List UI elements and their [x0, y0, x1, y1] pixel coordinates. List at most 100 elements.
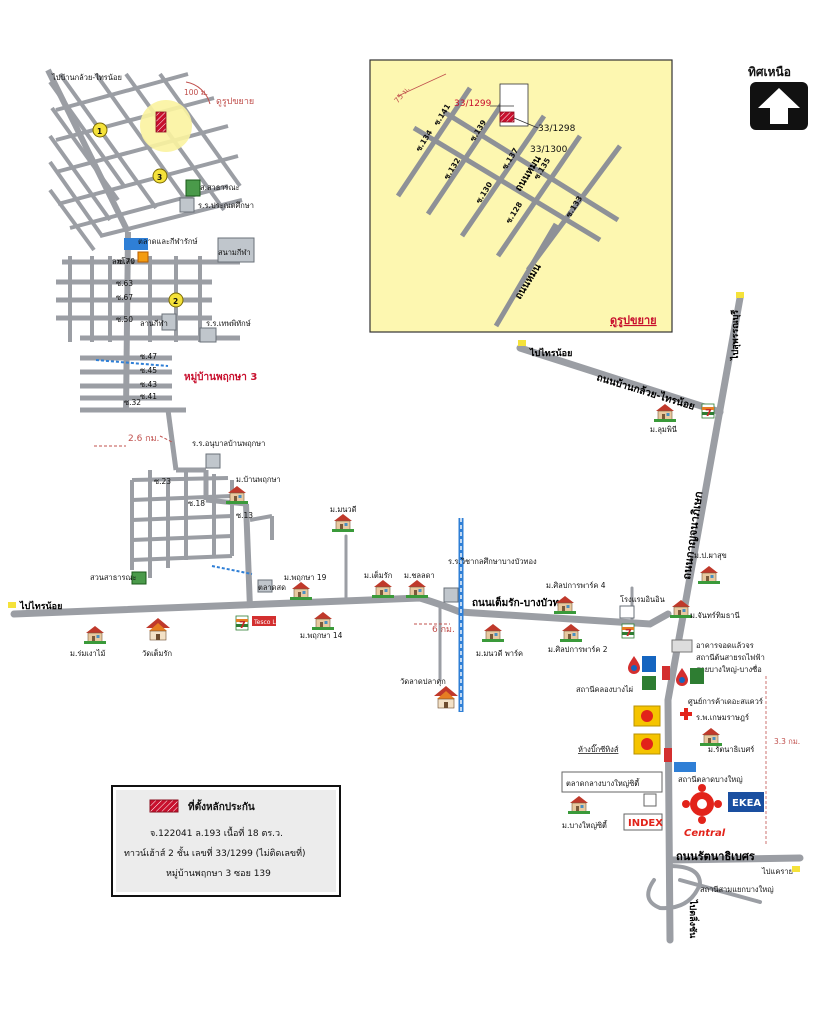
collateral-plot-inset [499, 111, 515, 123]
legend-line3: หมู่บ้านพฤกษา 3 ซอย 139 [166, 868, 271, 879]
public-2-label: สวนสาธารณะ [90, 573, 137, 582]
tesco-label: Tesco Lotus [253, 619, 289, 626]
to-khae-label: ไปแคราย [761, 867, 793, 876]
soi-13: ซ.13 [236, 511, 253, 520]
east-side: ไปไทรน้อย ถนนบ้านกล้วย-ไทรน้อย ไปสุพรรณบ… [518, 292, 800, 939]
rattana-label: ม.รัตนาธิเบศร์ [708, 745, 754, 754]
distance-26-label: 2.6 กม. [128, 434, 159, 444]
legend-swatch [149, 799, 179, 813]
legend-line1: จ.122041 ล.193 เนื้อที่ 18 ตร.ว. [150, 826, 283, 839]
village-soi-labels: ซ.70 ซ.63 ซ.67 ซ.50 ซ.47 ซ.45 ซ.43 ซ.41 … [116, 257, 253, 520]
m-ruangai-label: ม.ร่มเงาไม้ [70, 649, 106, 658]
interchange-label: สถานีสามแยกบางใหญ่ [700, 885, 774, 894]
chonlada-label: ม.ชลลดา [404, 571, 435, 580]
main-roads [10, 294, 804, 944]
manwadee-house-icon [331, 513, 355, 533]
legend-line2: ทาวน์เฮ้าส์ 2 ชั้น เลขที่ 33/1299 (ไม่ติ… [124, 846, 306, 859]
station-line-label: สายบางใหญ่-บางซื่อ [696, 664, 762, 674]
soi-23: ซ.23 [154, 477, 171, 486]
bangyai-city-label: ม.บางใหญ่ซิตี้ [562, 820, 608, 830]
north-arrow-icon [750, 82, 808, 130]
circle-label-1: 1 [97, 127, 102, 136]
north-indicator: ทิศเหนือ [748, 65, 808, 130]
soi-67: ซ.67 [116, 293, 133, 302]
public-park-label: ส.สาธารณะ [200, 183, 240, 192]
soi-32: ซ.32 [124, 398, 141, 407]
bigc-logo-icon [641, 710, 653, 722]
village-map [45, 68, 274, 609]
pruksa19-label: ม.พฤกษา 19 [284, 573, 327, 582]
field-2-label: ลานกีฬา [140, 319, 168, 328]
bangyai-city-house-icon [567, 795, 591, 815]
central-market-label: ตลาดกลางบางใหญ่ซิตี้ [566, 778, 640, 788]
seven-eleven-icon-2 [621, 623, 635, 640]
bigc-label: ห้างบิ๊กซีทิงส์ [578, 744, 619, 754]
silapakan2-label: ม.ศิลปการพาร์ค 2 [548, 645, 608, 654]
temrak-label: ม.เต็มรัก [364, 570, 392, 580]
road-kanchana-label: ถนนกาญจนาภิเษก [680, 490, 705, 580]
ikea-label: EKEA [732, 798, 761, 809]
soi-63: ซ.63 [116, 279, 133, 288]
circle-markers: 1 3 2 [92, 122, 184, 308]
soi-43: ซ.43 [140, 380, 157, 389]
to-sainoi-north-label: ไปไทรน้อย [529, 347, 572, 359]
rattana-house-icon [699, 727, 723, 747]
manwadee-park-house-icon [481, 623, 505, 643]
inset-plot-a: 33/1298 [538, 124, 576, 134]
legend-title: ที่ตั้งหลักประกัน [188, 799, 255, 813]
m-ruangai-house-icon [83, 625, 107, 645]
lumpini-house-icon [653, 403, 677, 423]
gas-station-icon-2 [676, 668, 688, 686]
inset-plot-b: 33/1300 [530, 145, 568, 155]
main-road-name: ถนนเต็มรัก-บางบัวทอง [472, 595, 570, 609]
to-sainoi-west: ไปไทรน้อย [8, 600, 62, 612]
soi-41: ซ.41 [140, 392, 157, 401]
wat-temrak-label: วัดเต็มรัก [142, 648, 172, 658]
silapakan2-house-icon [559, 623, 583, 643]
pruksa14-label: ม.พฤกษา 14 [300, 631, 343, 640]
svg-text:ไปไทรน้อย: ไปไทรน้อย [19, 600, 62, 612]
cross-icon [680, 708, 692, 720]
wat-pladuk-temple-icon [433, 685, 459, 709]
parking-label: อาคารจอดแล้วจร [696, 641, 754, 650]
to-taling-label: ไปตลิ่งชัน [687, 899, 700, 939]
paruk-house-icon [697, 565, 721, 585]
road-rattana-label: ถนนรัตนาธิเบศร [676, 850, 755, 863]
distance-33-label: 3.3 กม. [774, 737, 800, 746]
gas-station-icon [628, 656, 640, 674]
soi-50: ซ.50 [116, 315, 133, 324]
to-suphan-label: ไปสุพรรณบุรี [729, 310, 741, 361]
temrak-house-icon [371, 579, 395, 599]
field-label: สนามกีฬา [218, 248, 251, 257]
market-label: ตลาดและกีฬารักษ์ [138, 237, 198, 246]
manwadee-label: ม.มนวดี [330, 505, 357, 514]
school-in-label: โรงแรมอินอิน [620, 595, 665, 604]
bigc-logo-icon-2 [641, 738, 653, 750]
kinder-label: ร.ร.อนุบาลบ้านพฤกษา [192, 439, 265, 448]
manwadee-park-label: ม.มนวดี พาร์ค [476, 649, 523, 658]
index-label: INDEX [628, 818, 663, 829]
to-bankluay-label: ไปบ้านกล้วย-ไทรน้อย [51, 73, 122, 82]
inset-plot-main: 33/1299 [454, 99, 492, 109]
paruk-label: ม.ป.ผาสุข [694, 551, 727, 560]
soi-47: ซ.47 [140, 352, 157, 361]
road-klauy-label: ถนนบ้านกล้วย-ไทรน้อย [595, 370, 697, 412]
school-prasong-label: ร.ร.ประณตศึกษา [198, 201, 254, 210]
collateral-plot-small [155, 111, 167, 133]
chanmai-label: ม.จันทร์ทิมธานี [690, 611, 740, 620]
soi-45: ซ.45 [140, 366, 157, 375]
pruksa19-house-icon [289, 581, 313, 601]
silapakan4-label: ม.ศิลปการพาร์ค 4 [546, 581, 606, 590]
ban-pruksa-label: ม.บ้านพฤกษา [236, 475, 281, 484]
soi-18: ซ.18 [188, 499, 205, 508]
circle-label-3: 3 [157, 173, 162, 182]
circle-label-2: 2 [173, 297, 178, 306]
central-label: Central [684, 828, 726, 839]
lumpini-label: ม.ลุมพินี [650, 425, 677, 434]
lamlo-label: ลมโสร [112, 257, 134, 266]
shopping-label: ศูนย์การค้าเดอะสแควร์ [688, 697, 763, 706]
inset-zoom: 33/1299 33/1298 33/1300 75 ม. ซ.134 ซ.14… [369, 59, 673, 333]
wat-pladuk-label: วัดลาดปลาดุก [400, 677, 446, 686]
klong-station-label: สถานีคลองบางไผ่ [576, 685, 633, 694]
